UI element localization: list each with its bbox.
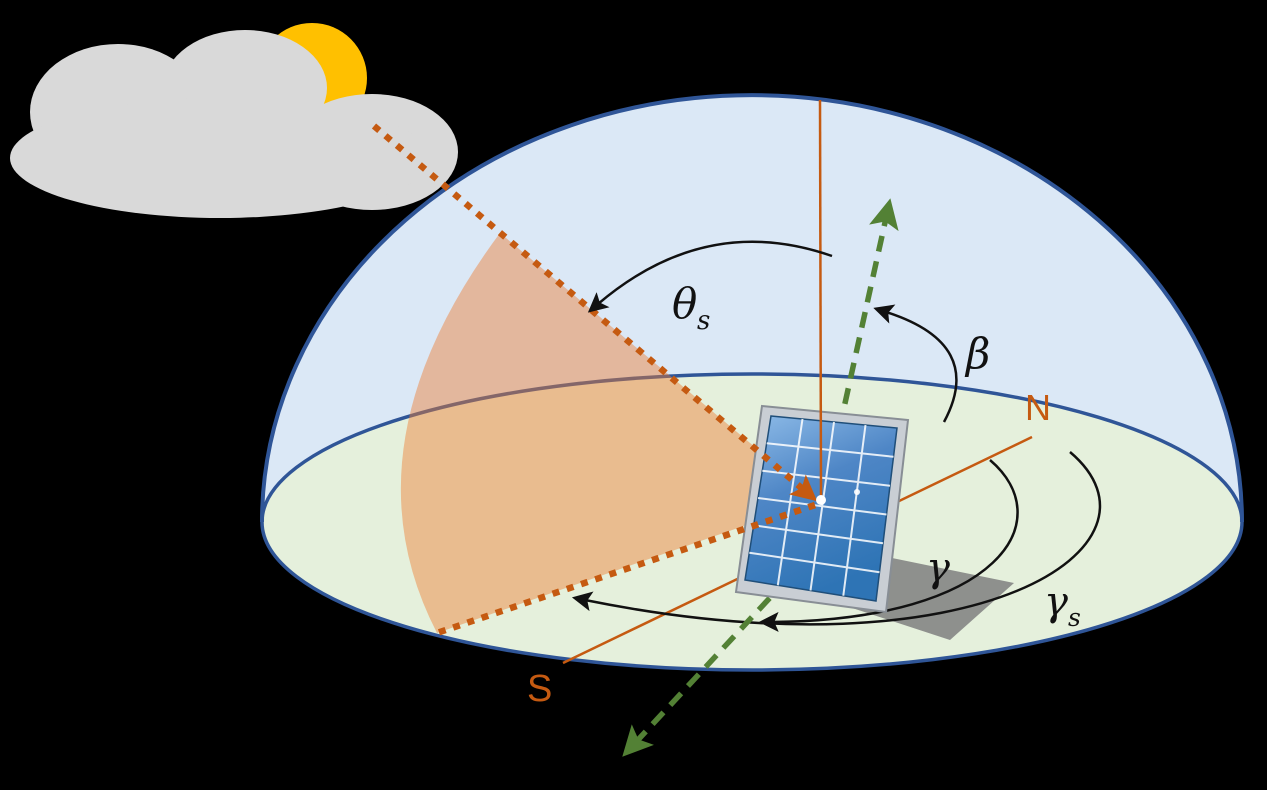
tilt-arc bbox=[873, 304, 958, 423]
sky-dome bbox=[262, 95, 1242, 523]
north-label: N bbox=[1025, 387, 1051, 428]
solar-zenith-subscript: s bbox=[697, 306, 710, 336]
panel-grid bbox=[749, 418, 894, 596]
sun-cloud-group bbox=[10, 23, 458, 218]
dome-outline bbox=[260, 93, 1244, 523]
surface-azimuth-label: γ bbox=[926, 545, 950, 591]
cloud-base bbox=[10, 98, 430, 218]
zenith-line bbox=[818, 99, 823, 498]
surface-azimuth-arc bbox=[758, 459, 1019, 632]
tilt-label: β bbox=[964, 329, 990, 378]
sun-ray-ground-projection bbox=[435, 501, 817, 637]
solar-azimuth-symbol: γ bbox=[1044, 579, 1068, 625]
panel-reflection-dot bbox=[854, 489, 860, 495]
solar-zenith-symbol: θ bbox=[672, 279, 697, 328]
solar-azimuth-label: γ s bbox=[1044, 579, 1081, 632]
solar-zenith-label: θ s bbox=[672, 279, 710, 336]
panel-normal-arrow bbox=[825, 198, 899, 481]
south-label: S bbox=[527, 668, 552, 710]
solar-plane-sector bbox=[400, 233, 818, 633]
sun-ray-dotted-line bbox=[371, 123, 818, 502]
panel-center-dot bbox=[816, 495, 826, 505]
solar-azimuth-subscript: s bbox=[1068, 603, 1081, 632]
solar-zenith-arc bbox=[587, 240, 833, 313]
cloud-icon bbox=[10, 30, 458, 218]
solar-azimuth-arc bbox=[571, 451, 1102, 626]
solar-panel bbox=[734, 404, 910, 614]
